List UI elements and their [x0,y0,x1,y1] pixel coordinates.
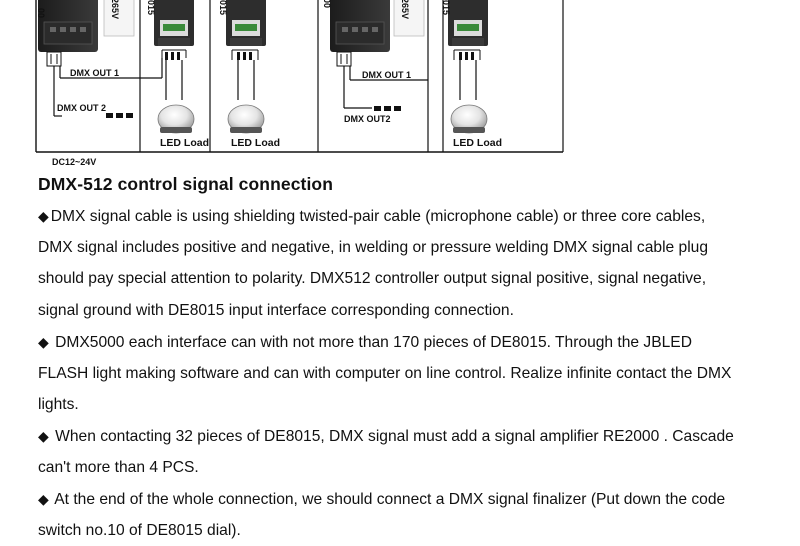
paragraph-3: ◆ When contacting 32 pieces of DE8015, D… [38,421,778,483]
bullet-icon: ◆ [38,334,49,350]
paragraph-2-line-2: FLASH light making software and can with… [38,365,732,383]
paragraph-3-line-1-text: When contacting 32 pieces of DE8015, DMX… [55,428,734,445]
paragraph-3-line-2: can't more than 4 PCS. [38,459,199,477]
paragraph-4-line-2: switch no.10 of DE8015 dial). [38,522,241,540]
bullet-icon: ◆ [38,491,49,507]
paragraph-4: ◆ At the end of the whole connection, we… [38,484,778,546]
led-load-3-label: LED Load [453,137,502,149]
bullet-icon: ◆ [38,208,49,224]
led-load-2-label: LED Load [231,137,280,149]
led-load-1: LED Load [157,104,209,149]
paragraph-2: ◆ DMX5000 each interface can with not mo… [38,327,778,421]
dmx-controller-b: 00 265V [322,0,425,52]
paragraph-3-line-1: ◆ When contacting 32 pieces of DE8015, D… [38,421,778,452]
controller-b-mark: 265V [400,0,410,19]
led-load-1-label: LED Load [160,137,209,149]
led-load-3: LED Load [450,104,502,149]
paragraph-1-line-4: signal ground with DE8015 input interfac… [38,301,514,319]
dmx-controller-a: 00 265V [36,0,135,52]
paragraph-1-line-1: ◆DMX signal cable is using shielding twi… [38,201,778,232]
section-heading: DMX-512 control signal connection [38,174,334,194]
decoder-3: 015 [441,0,488,46]
decoder-3-mark: 015 [441,0,451,15]
paragraph-2-line-3: lights. [38,396,79,414]
paragraph-4-line-1-text: At the end of the whole connection, we s… [54,491,726,508]
dmx-out1-b-label: DMX OUT 1 [362,70,411,80]
dmx-out2-b-label: DMX OUT2 [344,114,391,124]
led-load-2: LED Load [227,104,280,149]
controller-b-code: 00 [322,0,332,8]
paragraph-1: ◆DMX signal cable is using shielding twi… [38,201,778,326]
decoder-2: 015 [218,0,266,46]
paragraph-1-line-2: DMX signal includes positive and negativ… [38,239,709,257]
power-label: DC12~24V [52,157,96,167]
controller-a-mark: 265V [110,0,120,19]
decoder-2-mark: 015 [218,0,228,15]
decoder-1-mark: 015 [146,0,156,15]
paragraph-1-line-3: should pay special attention to polarity… [38,270,707,288]
paragraph-2-line-1: ◆ DMX5000 each interface can with not mo… [38,327,778,358]
paragraph-1-line-1-text: DMX signal cable is using shielding twis… [50,208,706,225]
paragraph-4-line-1: ◆ At the end of the whole connection, we… [38,484,778,515]
dmx-out2-a-label: DMX OUT 2 [57,103,106,113]
bullet-icon: ◆ [38,428,49,444]
connection-diagram: 00 265V DMX OUT 1 DMX OUT 2 015 LED Load… [0,0,800,170]
paragraph-2-line-1-text: DMX5000 each interface can with not more… [55,334,692,351]
decoder-1: 015 [146,0,194,46]
controller-a-code: 00 [36,8,46,18]
dmx-out1-a-label: DMX OUT 1 [70,68,119,78]
